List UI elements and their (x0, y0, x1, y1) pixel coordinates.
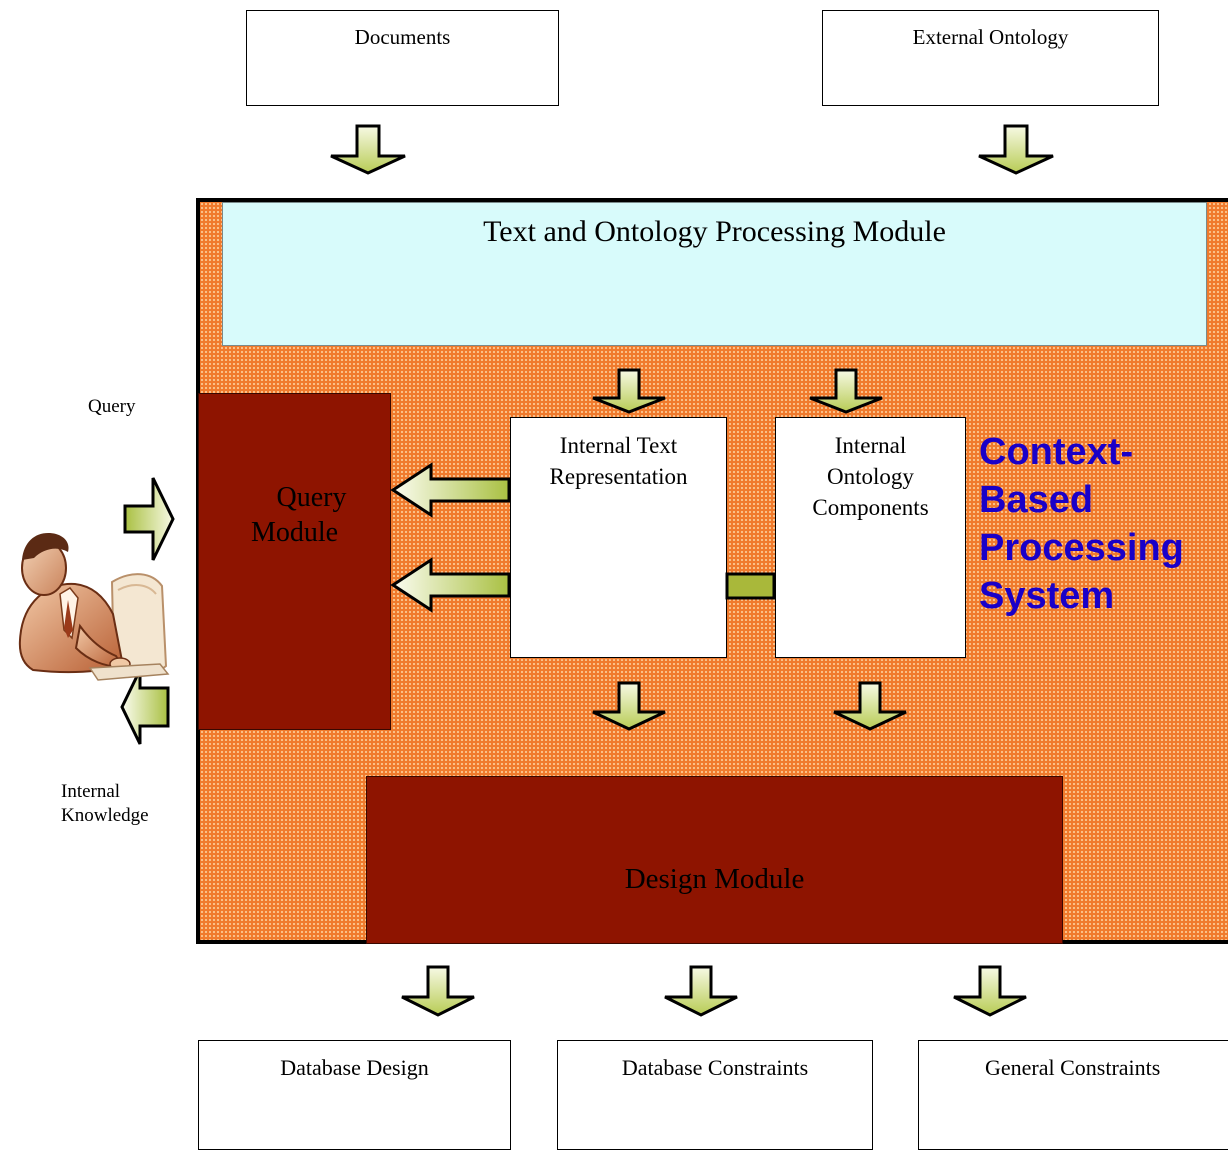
query-label-text: Query (88, 396, 136, 417)
user-at-computer-icon (18, 533, 170, 681)
down-arrow-ontology-to-design (833, 681, 907, 731)
internal-ontology-components-box: Internal Ontology Components (775, 417, 966, 658)
design-module: Design Module (366, 776, 1063, 944)
left-arrow-lower-to-query (390, 557, 511, 613)
internal-text-line-1: Internal Text (559, 433, 678, 458)
external-ontology-label: External Ontology (912, 25, 1069, 49)
right-arrow-query-input (123, 477, 175, 561)
down-arrow-to-internal-ontology (809, 368, 883, 414)
internal-knowledge-label: Internal Knowledge (61, 780, 149, 828)
documents-label: Documents (354, 25, 451, 49)
database-constraints-label: Database Constraints (621, 1055, 809, 1080)
query-label: Query (88, 396, 135, 418)
query-module-line-2: Module (250, 517, 339, 548)
down-arrow-external-ontology (978, 124, 1054, 175)
text-ontology-processing-module: Text and Ontology Processing Module (222, 202, 1207, 346)
internal-ontology-line-3: Components (812, 495, 929, 520)
down-arrow-to-database-design (401, 965, 475, 1017)
general-constraints-label: General Constraints (985, 1055, 1161, 1080)
ontology-connector-bar (725, 572, 776, 600)
internal-ontology-line-1: Internal (834, 433, 907, 458)
system-title: Context- Based Processing System (979, 428, 1224, 620)
down-arrow-documents (330, 124, 406, 175)
system-title-line-3: Processing (979, 527, 1184, 569)
system-title-line-4: System (979, 575, 1115, 617)
left-arrow-knowledge-output (120, 669, 170, 745)
system-title-line-1: Context- (979, 431, 1134, 473)
down-arrow-text-to-design (592, 681, 666, 731)
down-arrow-to-internal-text (592, 368, 666, 414)
external-ontology-box: External Ontology (822, 10, 1159, 106)
query-module: Query Module (198, 393, 391, 730)
internal-knowledge-line-2: Knowledge (61, 805, 149, 826)
system-title-line-2: Based (979, 479, 1094, 521)
down-arrow-to-general-constraints (953, 965, 1027, 1017)
text-ontology-module-label: Text and Ontology Processing Module (483, 215, 946, 248)
database-constraints-box: Database Constraints (557, 1040, 873, 1150)
database-design-box: Database Design (198, 1040, 511, 1150)
database-design-label: Database Design (280, 1055, 429, 1080)
internal-knowledge-line-1: Internal (61, 781, 121, 802)
internal-text-line-2: Representation (549, 464, 688, 489)
left-arrow-text-to-query (390, 462, 511, 518)
internal-ontology-line-2: Ontology (827, 464, 914, 489)
internal-text-representation-box: Internal Text Representation (510, 417, 727, 658)
query-module-line-1: Query (276, 482, 347, 513)
design-module-label: Design Module (624, 863, 805, 895)
general-constraints-box: General Constraints (918, 1040, 1228, 1150)
documents-box: Documents (246, 10, 559, 106)
down-arrow-to-database-constraints (664, 965, 738, 1017)
